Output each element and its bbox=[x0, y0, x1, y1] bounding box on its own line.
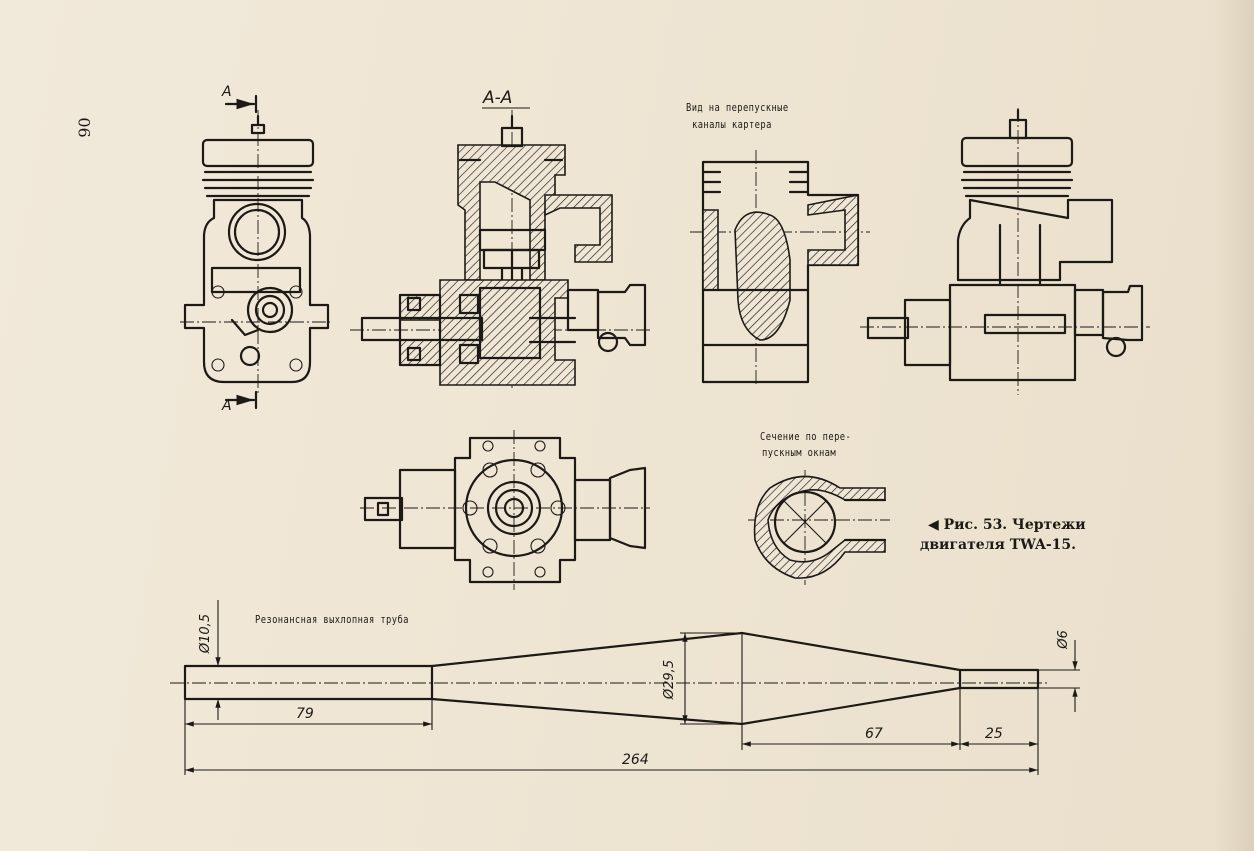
side-view bbox=[860, 108, 1150, 395]
port-section-view bbox=[748, 470, 890, 585]
top-view bbox=[360, 430, 650, 590]
pipe-title: Резонансная выхлопная труба bbox=[255, 613, 409, 626]
page-number: 06 bbox=[74, 117, 94, 138]
dim-cone-length: 67 bbox=[865, 726, 883, 742]
dim-inlet-diameter: Ø10,5 bbox=[198, 613, 214, 654]
dim-max-diameter: Ø29,5 bbox=[662, 659, 678, 700]
ports-section-title-line1: Сечение по пере- bbox=[760, 430, 852, 443]
section-label-top: A bbox=[222, 84, 232, 100]
ports-view-title-line2: каналы картера bbox=[692, 118, 772, 131]
dim-outlet-diameter: Ø6 bbox=[1055, 630, 1071, 649]
dim-total-length: 264 bbox=[622, 752, 649, 768]
ports-view-title-line1: Вид на перепускные bbox=[686, 101, 789, 114]
ports-view bbox=[690, 150, 870, 385]
front-view bbox=[180, 94, 330, 410]
dim-outlet-length: 25 bbox=[985, 726, 1003, 742]
exhaust-pipe bbox=[170, 600, 1080, 775]
section-label-bottom: A bbox=[222, 398, 232, 414]
dim-inlet-length: 79 bbox=[296, 706, 314, 722]
figure-caption-line1: ◀ Рис. 53. Чертежи bbox=[928, 517, 1086, 533]
section-view-title: A-A bbox=[483, 88, 513, 108]
figure-caption-line2: двигателя TWA-15. bbox=[920, 537, 1077, 553]
ports-section-title-line2: пускным окнам bbox=[762, 446, 837, 459]
section-view-a-a bbox=[350, 107, 650, 390]
